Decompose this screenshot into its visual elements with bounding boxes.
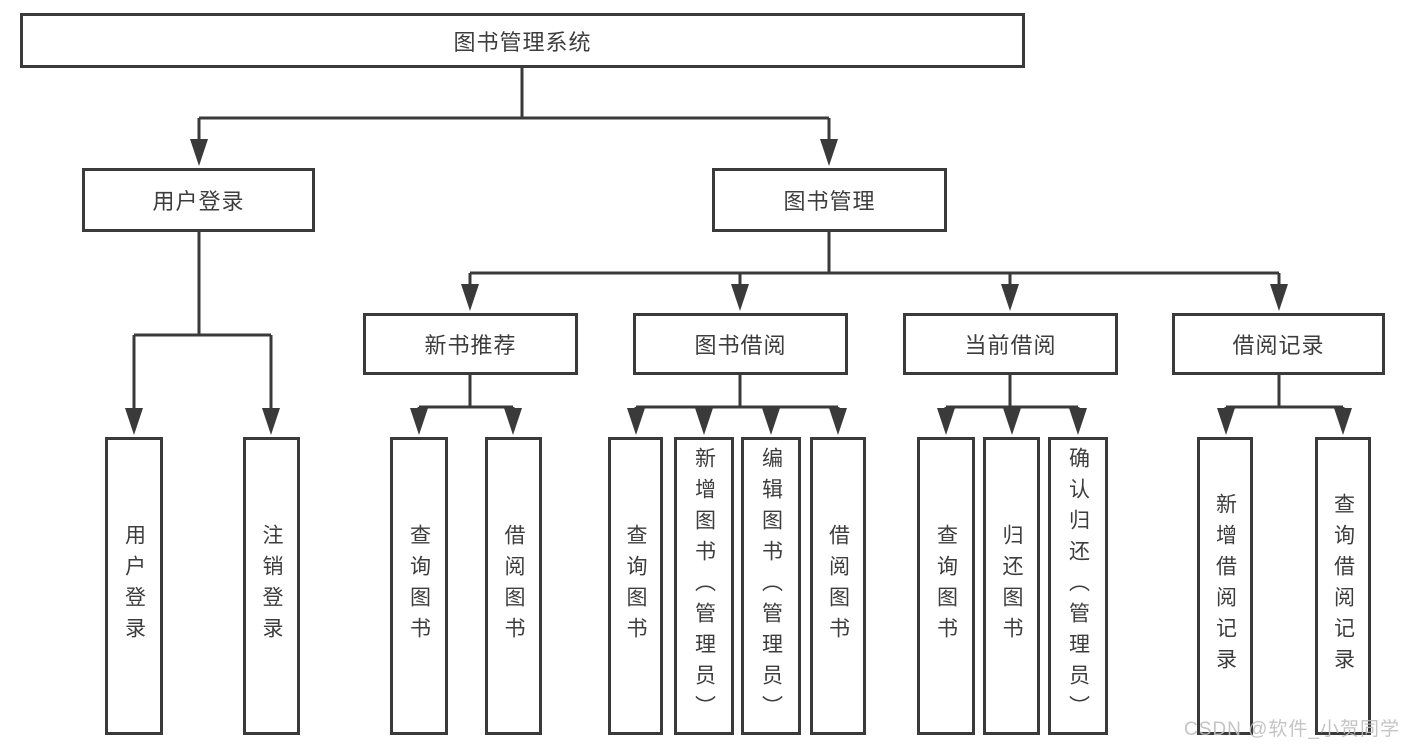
node-new-book-recommend-label: 新书推荐: [424, 333, 517, 358]
leaf-edit-book-admin-label: 编辑图书（管理员）: [759, 446, 783, 726]
leaf-logout-label: 注销登录: [260, 524, 284, 648]
leaf-user-login-label: 用户登录: [122, 524, 146, 648]
node-book-management-label: 图书管理: [783, 189, 876, 214]
leaf-query-books-borrow-label: 查询图书: [624, 524, 648, 648]
leaf-query-books-current-label: 查询图书: [934, 524, 958, 648]
leaf-add-borrow-record-label: 新增借阅记录: [1213, 493, 1237, 679]
node-new-book-recommend: 新书推荐: [363, 313, 578, 375]
leaf-confirm-return-admin: 确认归还（管理员）: [1048, 437, 1108, 735]
leaf-query-books-current: 查询图书: [917, 437, 975, 735]
leaf-borrow-books-borrow-label: 借阅图书: [826, 524, 850, 648]
leaf-return-book: 归还图书: [983, 437, 1040, 735]
leaf-add-book-admin-label: 新增图书（管理员）: [692, 446, 716, 726]
leaf-borrow-books-recommend: 借阅图书: [485, 437, 542, 735]
leaf-edit-book-admin: 编辑图书（管理员）: [741, 437, 801, 735]
node-current-borrowing: 当前借阅: [903, 313, 1118, 375]
node-borrowing-records-label: 借阅记录: [1232, 333, 1325, 358]
leaf-add-book-admin: 新增图书（管理员）: [674, 437, 734, 735]
leaf-borrow-books-recommend-label: 借阅图书: [502, 524, 526, 648]
node-root-label: 图书管理系统: [453, 29, 592, 55]
leaf-user-login: 用户登录: [105, 437, 163, 735]
leaf-query-books-recommend: 查询图书: [390, 437, 448, 735]
node-user-login-label: 用户登录: [152, 189, 245, 214]
node-borrowing-records: 借阅记录: [1172, 313, 1385, 375]
node-book-borrowing: 图书借阅: [633, 313, 848, 375]
node-user-login: 用户登录: [82, 168, 315, 232]
leaf-query-books-recommend-label: 查询图书: [407, 524, 431, 648]
leaf-query-books-borrow: 查询图书: [608, 437, 663, 735]
arrowheads: [125, 139, 1352, 435]
node-current-borrowing-label: 当前借阅: [964, 333, 1057, 358]
leaf-logout: 注销登录: [243, 437, 300, 735]
leaf-return-book-label: 归还图书: [1000, 524, 1024, 648]
node-root: 图书管理系统: [20, 13, 1025, 68]
leaf-confirm-return-admin-label: 确认归还（管理员）: [1066, 446, 1090, 726]
leaf-add-borrow-record: 新增借阅记录: [1197, 437, 1253, 735]
node-book-management: 图书管理: [712, 168, 947, 232]
leaf-borrow-books-borrow: 借阅图书: [810, 437, 866, 735]
csdn-watermark: CSDN @软件_小贺同学: [1184, 719, 1400, 740]
leaf-query-borrow-record-label: 查询借阅记录: [1331, 493, 1355, 679]
leaf-query-borrow-record: 查询借阅记录: [1315, 437, 1371, 735]
node-book-borrowing-label: 图书借阅: [694, 333, 787, 358]
